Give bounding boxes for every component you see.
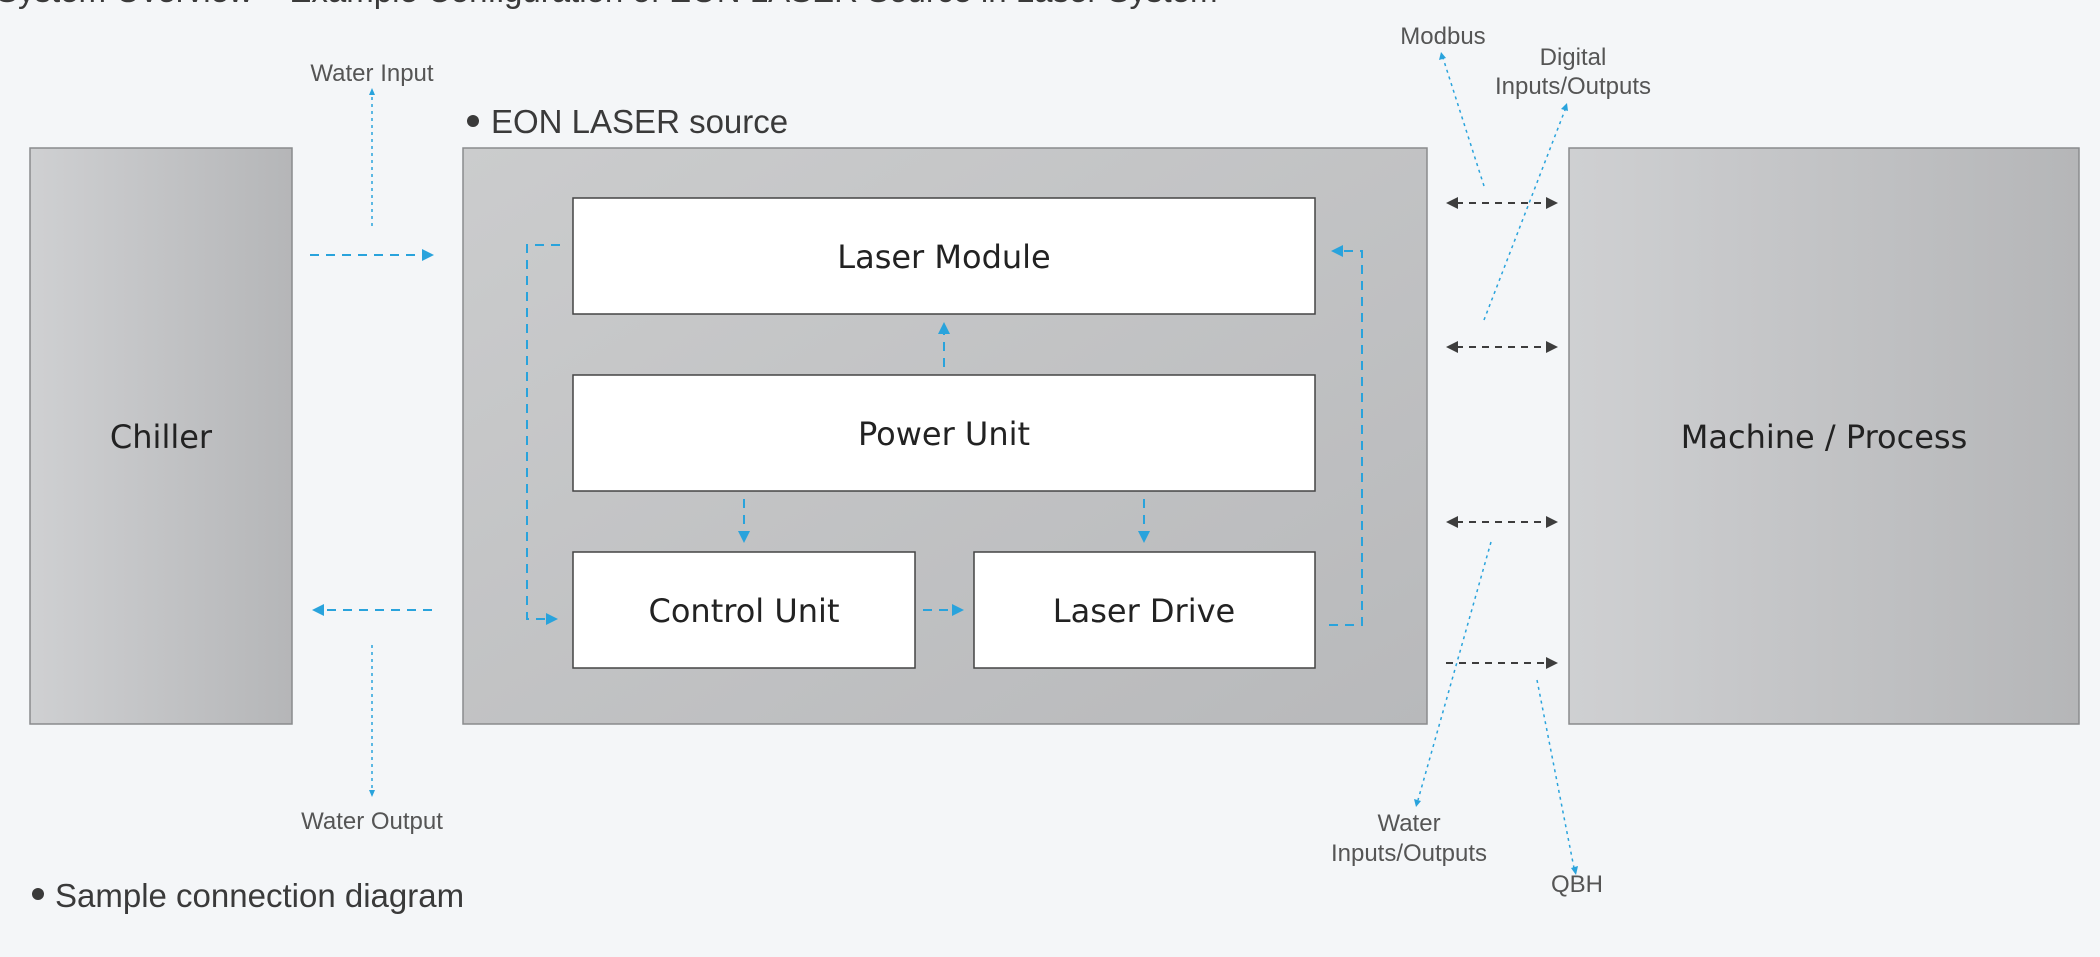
laser-drive-block xyxy=(973,551,1316,669)
qbh-label: QBH xyxy=(1551,871,1603,898)
interface-arrows xyxy=(1414,52,1578,875)
internal-flow-arrows xyxy=(526,244,1363,626)
laser-drive-label: Laser Drive xyxy=(1053,592,1235,630)
laser-module-label: Laser Module xyxy=(837,238,1050,276)
power-unit-block xyxy=(572,374,1316,492)
water-io-label-line1: Water xyxy=(1377,810,1440,837)
water-flow-arrows xyxy=(310,88,434,797)
laser-module-block xyxy=(572,197,1316,315)
chiller-block xyxy=(29,147,293,725)
machine-process-block xyxy=(1568,147,2080,725)
bullet-icon xyxy=(467,115,479,127)
water-output-label: Water Output xyxy=(301,808,443,835)
modbus-label: Modbus xyxy=(1400,23,1485,50)
chiller-label: Chiller xyxy=(110,418,213,456)
digital-io-label-line2: Inputs/Outputs xyxy=(1495,73,1651,100)
control-unit-block xyxy=(572,551,916,669)
digital-io-label-line1: Digital xyxy=(1540,44,1607,71)
machine-process-label: Machine / Process xyxy=(1681,418,1967,456)
water-input-label: Water Input xyxy=(310,60,433,87)
diagram-caption: Sample connection diagram xyxy=(55,877,464,914)
power-unit-label: Power Unit xyxy=(858,415,1030,453)
water-io-label-line2: Inputs/Outputs xyxy=(1331,840,1487,867)
source-title: EON LASER source xyxy=(491,103,788,140)
control-unit-label: Control Unit xyxy=(649,592,840,630)
caption-bullet-icon xyxy=(32,888,44,900)
top-heading: System Overview – Example Configuration … xyxy=(0,0,1218,9)
